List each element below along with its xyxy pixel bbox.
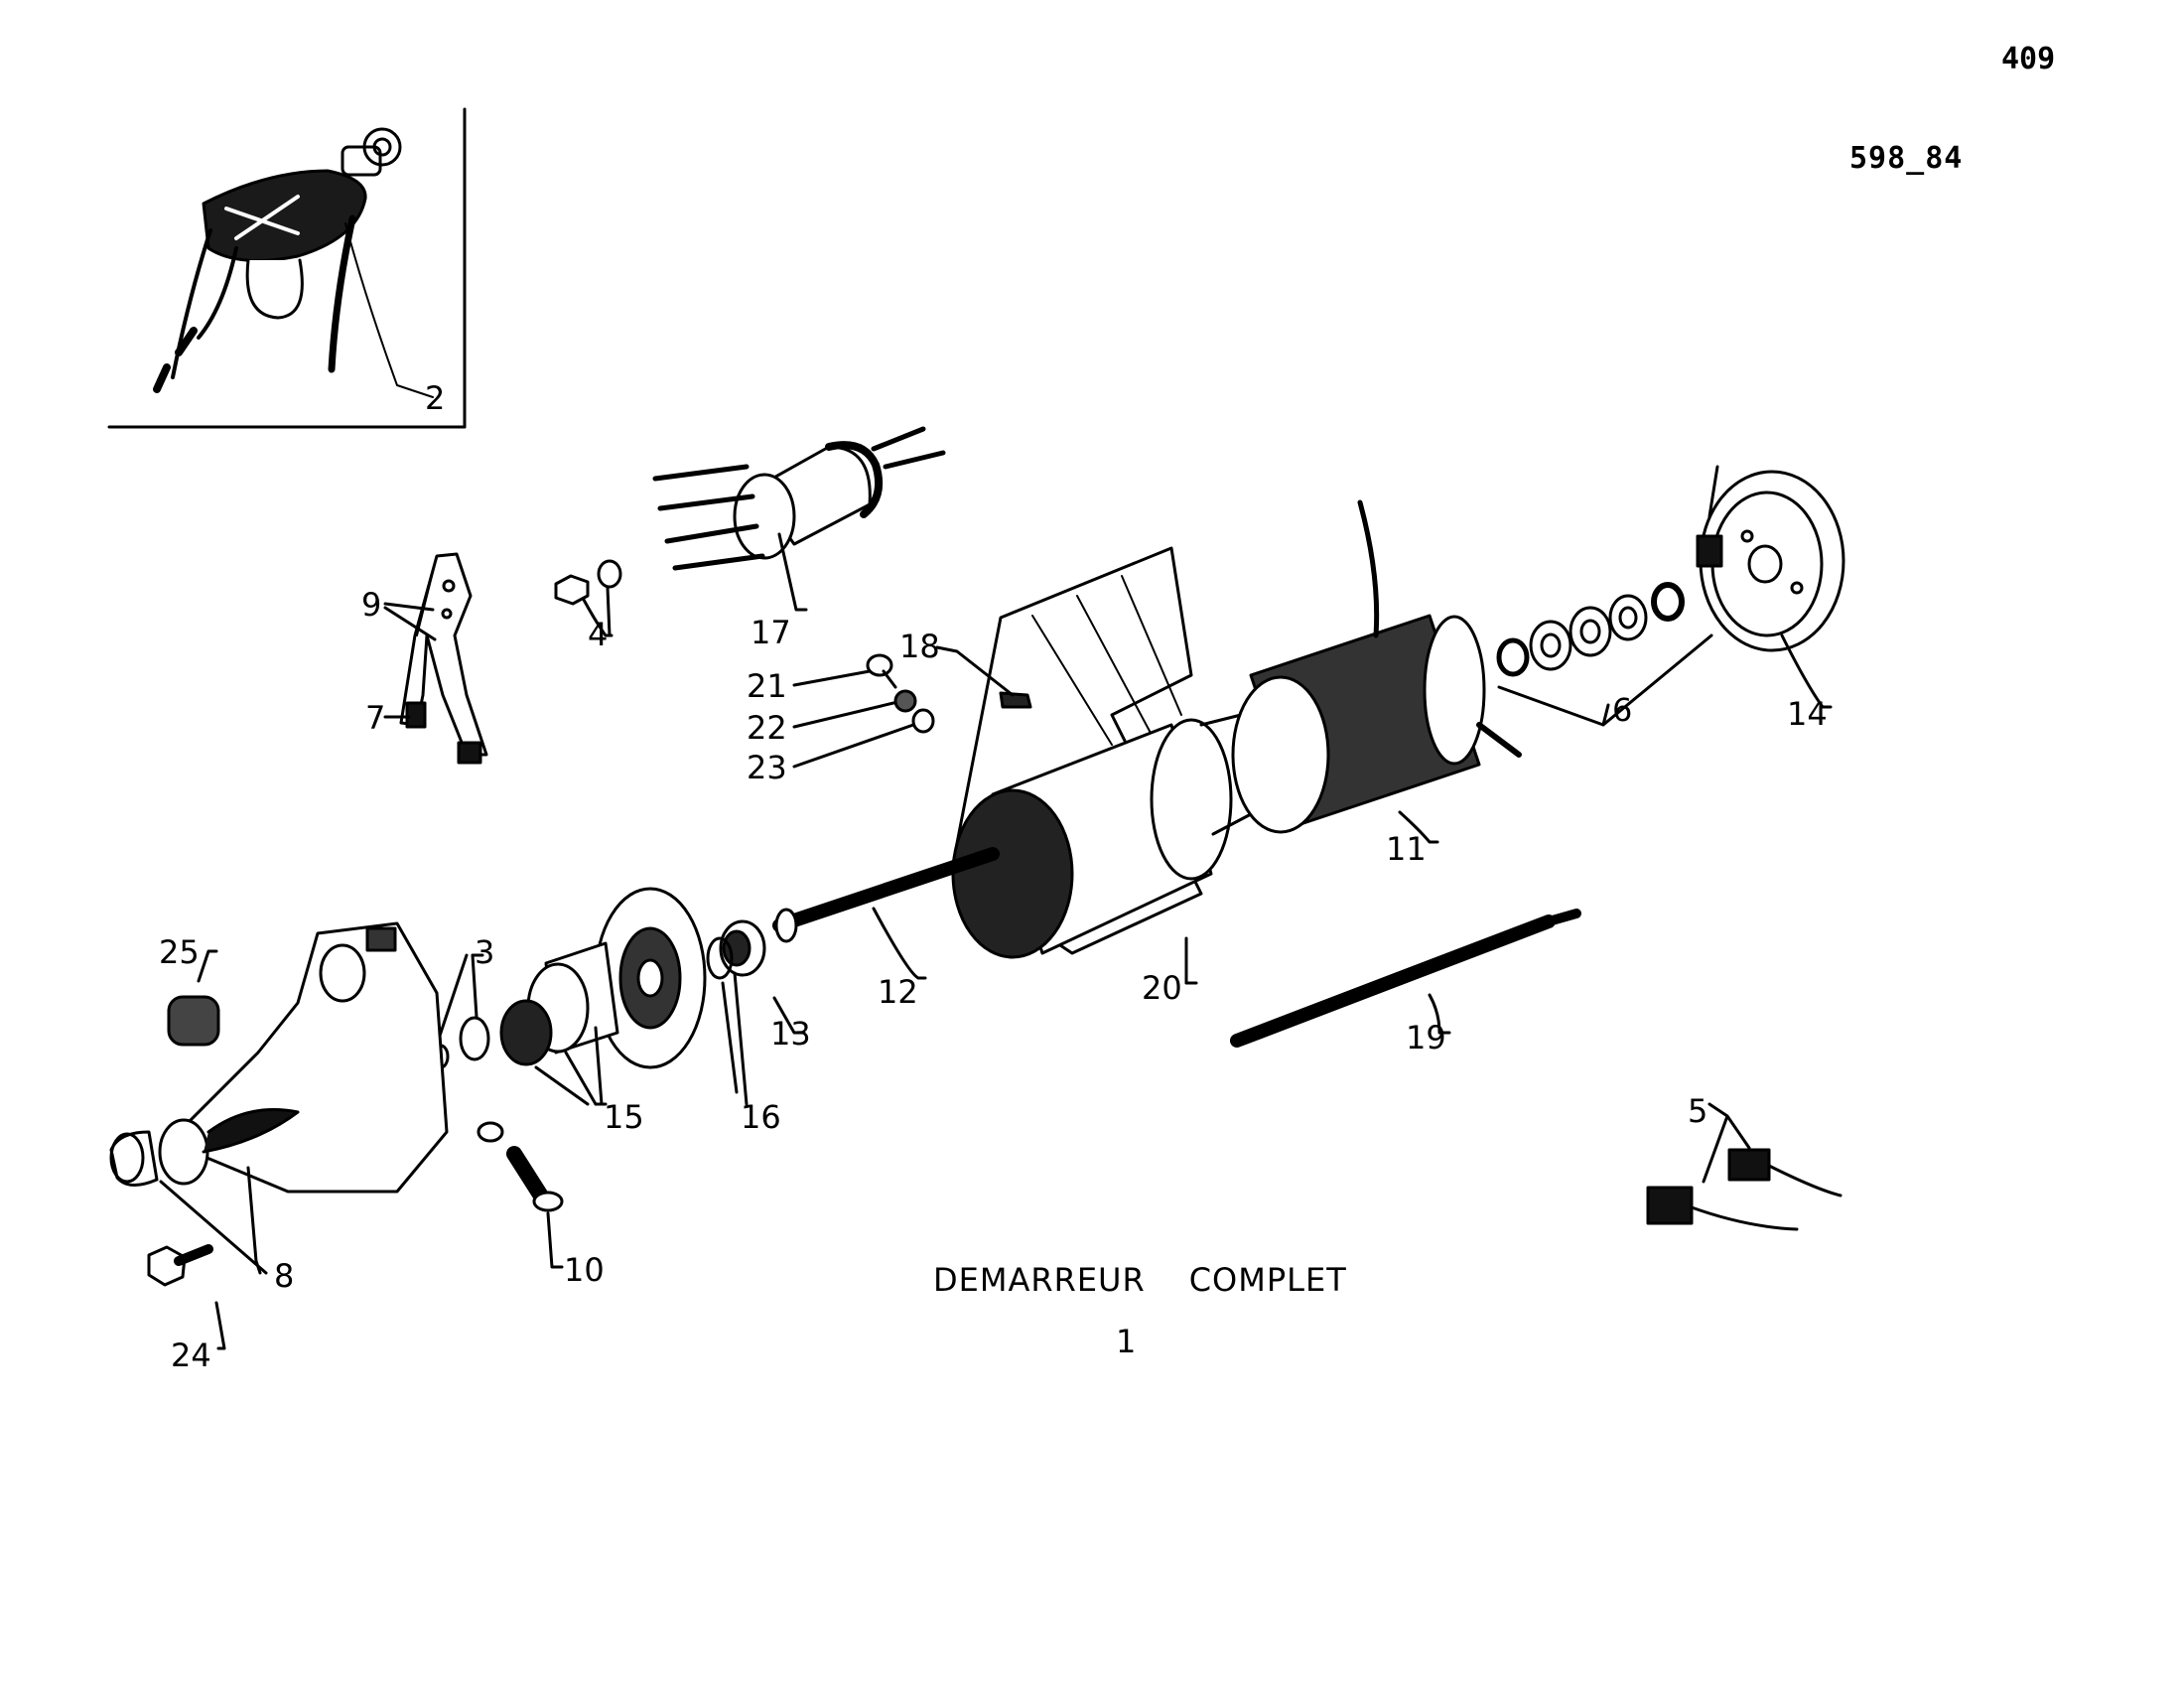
callout-6: 6 (1612, 691, 1632, 729)
part-11-field-coil (1231, 499, 1522, 844)
part-15-drive-pinion (499, 941, 619, 1106)
part-21-23-screw-washers (792, 653, 935, 769)
callout-10: 10 (564, 1251, 605, 1289)
part-13-16-bushing-washers (706, 919, 806, 1106)
part-14-end-housing (1696, 465, 1845, 709)
page-number: 409 (2001, 42, 2056, 76)
callout-5: 5 (1688, 1092, 1707, 1130)
part-10-stud (477, 1121, 564, 1269)
inset-frame (107, 107, 467, 429)
callout-25: 25 (159, 933, 200, 971)
callout-19: 19 (1406, 1019, 1446, 1056)
part-25-plug (167, 949, 220, 1047)
part-2-connector-plate (153, 127, 434, 398)
callout-18: 18 (899, 628, 940, 665)
callout-11: 11 (1386, 830, 1427, 868)
callout-3: 3 (475, 933, 494, 971)
callout-22: 22 (747, 709, 787, 747)
part-17-solenoid (652, 426, 946, 612)
callout-17: 17 (751, 614, 791, 651)
callout-2: 2 (425, 379, 445, 417)
part-8-drive-end-housing (109, 921, 449, 1275)
part-7-9-shift-fork (383, 552, 488, 765)
part-5-brushes (1646, 1102, 1843, 1231)
caption-title: DEMARREUR COMPLET (933, 1261, 1347, 1299)
intermediate-bearing-plate (594, 887, 707, 1069)
armature (772, 713, 1253, 980)
callout-16: 16 (741, 1098, 781, 1136)
plate-reference: 598_84 (1849, 141, 1964, 176)
callout-24: 24 (171, 1336, 211, 1374)
part-18-clip (935, 645, 1032, 709)
caption-word-2: COMPLET (1188, 1261, 1347, 1299)
callout-4: 4 (588, 616, 608, 653)
callout-20: 20 (1142, 969, 1182, 1007)
callout-14: 14 (1787, 695, 1828, 733)
caption-word-1: DEMARREUR (933, 1261, 1146, 1299)
callout-9: 9 (361, 586, 381, 624)
part-4-nut-washer (554, 559, 622, 637)
callout-21: 21 (747, 667, 787, 705)
callout-15: 15 (604, 1098, 644, 1136)
callout-7: 7 (365, 699, 385, 737)
callout-23: 23 (747, 749, 787, 786)
callout-12: 12 (878, 973, 918, 1011)
callout-labels: 2 3 4 5 6 7 8 9 10 11 12 13 14 15 16 17 … (159, 379, 1828, 1374)
part-6-washers (1496, 582, 1713, 727)
callout-8: 8 (274, 1257, 294, 1295)
callout-13: 13 (770, 1015, 811, 1053)
part-24-screw (147, 1244, 226, 1350)
part-19-through-bolt (1230, 909, 1581, 1048)
caption-item-number: 1 (1116, 1323, 1138, 1360)
